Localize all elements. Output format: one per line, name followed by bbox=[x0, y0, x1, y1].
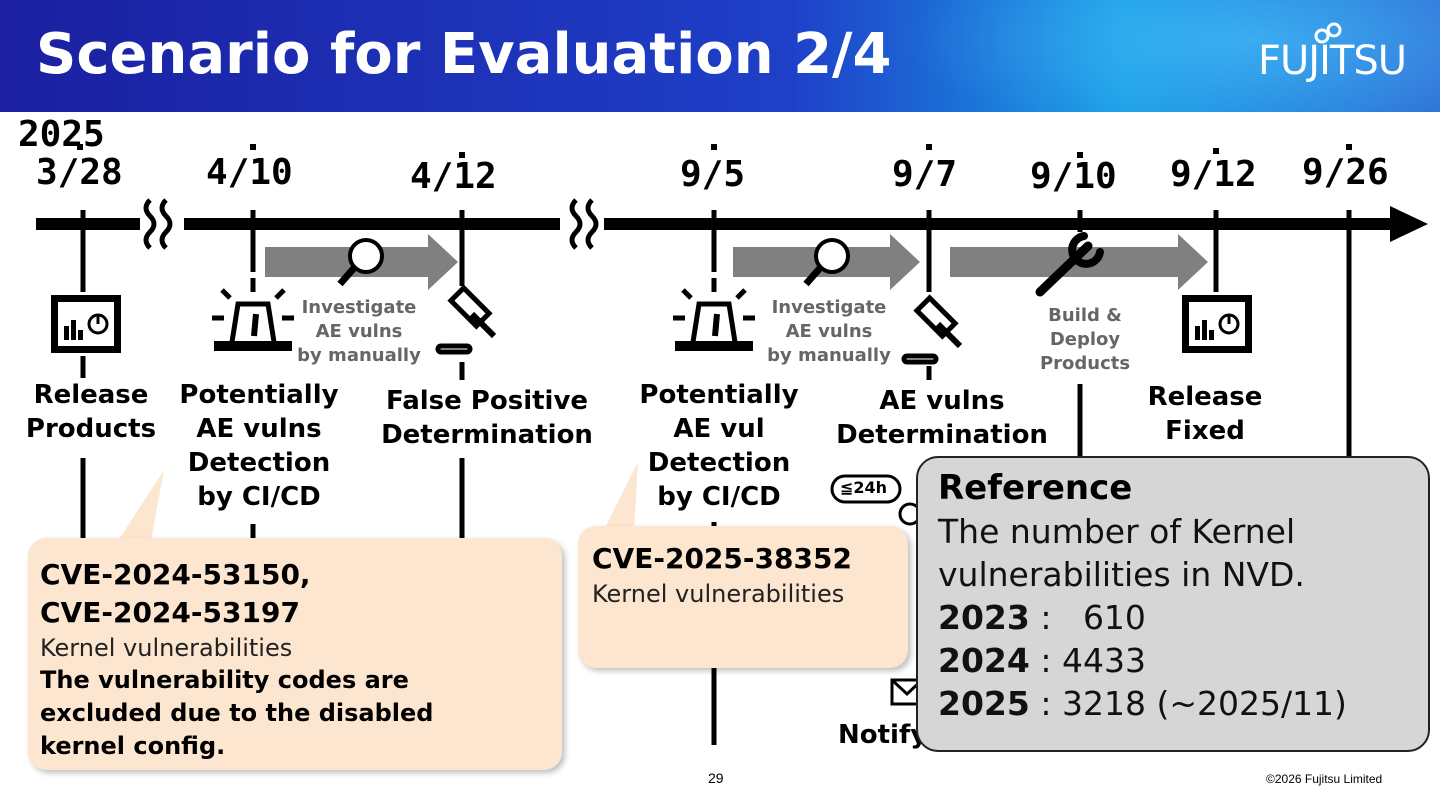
reference-title: Reference bbox=[938, 468, 1133, 508]
date-label: 4/10 bbox=[206, 152, 293, 193]
date-label: 9/7 bbox=[892, 154, 958, 195]
slide-title: Scenario for Evaluation 2/4 bbox=[36, 22, 892, 87]
fujitsu-infinity-icon bbox=[1314, 22, 1342, 44]
reference-box: Reference The number of Kernel vulnerabi… bbox=[916, 456, 1430, 752]
reference-row: 2025 : 3218 (~2025/11) bbox=[938, 684, 1347, 723]
date-label: 9/10 bbox=[1030, 156, 1117, 197]
header-banner: Scenario for Evaluation 2/4 FUJITSU bbox=[0, 0, 1440, 112]
date-label: 9/5 bbox=[680, 154, 746, 195]
event-lines bbox=[80, 210, 1352, 745]
cve-note: excluded due to the disabled bbox=[40, 699, 434, 727]
year-label: 2025 bbox=[18, 114, 105, 155]
copyright: ©2026 Fujitsu Limited bbox=[1266, 772, 1383, 786]
cve-id: CVE-2024-53150, bbox=[40, 558, 311, 591]
magnifier-icon bbox=[337, 238, 384, 287]
reference-row: 2023 : 610 bbox=[938, 598, 1146, 637]
cve-kind: Kernel vulnerabilities bbox=[592, 580, 845, 608]
reference-line: vulnerabilities in NVD. bbox=[938, 555, 1305, 594]
time-badge bbox=[830, 474, 902, 504]
dashboard-monitor-icon bbox=[1182, 295, 1252, 353]
wrench-icon bbox=[1035, 232, 1104, 297]
date-label: 9/26 bbox=[1302, 152, 1389, 193]
alarm-light-icon bbox=[673, 278, 755, 351]
cve-id: CVE-2025-38352 bbox=[592, 542, 852, 575]
date-label: 9/12 bbox=[1170, 154, 1257, 195]
reference-line: The number of Kernel bbox=[938, 512, 1296, 551]
page-number: 29 bbox=[708, 770, 724, 786]
cve-id: CVE-2024-53197 bbox=[40, 596, 300, 629]
event-notify: Notify bbox=[838, 720, 928, 750]
reference-row: 2024 : 4433 bbox=[938, 641, 1146, 680]
cve-note: The vulnerability codes are bbox=[40, 666, 409, 694]
gavel-icon bbox=[901, 294, 963, 365]
time-badge-label: ≦24h bbox=[840, 478, 888, 497]
callout-tail bbox=[116, 470, 164, 546]
gavel-icon bbox=[435, 284, 497, 355]
cve-callout-2025: CVE-2025-38352 Kernel vulnerabilities bbox=[578, 526, 908, 668]
date-label: 3/28 bbox=[36, 152, 123, 193]
timeline-date-ticks bbox=[77, 144, 1352, 158]
cve-callout-2024: CVE-2024-53150, CVE-2024-53197 Kernel vu… bbox=[28, 538, 562, 770]
timeline-axis bbox=[36, 206, 1428, 242]
cve-kind: Kernel vulnerabilities bbox=[40, 634, 293, 662]
dashboard-monitor-icon bbox=[51, 295, 121, 353]
magnifier-icon bbox=[803, 238, 850, 287]
header-swoosh bbox=[900, 0, 1440, 112]
cve-note: kernel config. bbox=[40, 732, 226, 760]
callout-tail bbox=[604, 462, 638, 532]
axis-break-marks bbox=[143, 198, 599, 250]
date-label: 4/12 bbox=[410, 156, 497, 197]
alarm-light-icon bbox=[212, 278, 294, 351]
fujitsu-logo: FUJITSU bbox=[1258, 38, 1407, 84]
